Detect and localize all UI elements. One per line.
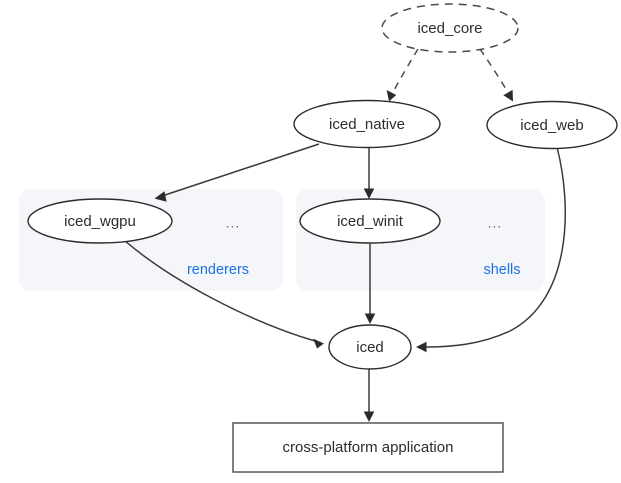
edge-iced-core-to-iced-native	[386, 48, 419, 102]
edge-iced-native-to-iced-winit	[363, 148, 375, 199]
edge-iced-core-to-iced-web-arrowhead	[503, 89, 513, 102]
node-iced-label: iced	[356, 339, 384, 356]
node-iced-core-label: iced_core	[417, 20, 482, 37]
node-iced-winit-label: iced_winit	[337, 213, 404, 230]
node-iced-web-label: iced_web	[520, 117, 583, 134]
edge-iced-wgpu-to-iced-arrowhead	[313, 338, 324, 349]
node-iced-wgpu-label: iced_wgpu	[64, 213, 136, 230]
node-iced-core[interactable]: iced_core	[381, 3, 519, 53]
edge-iced-web-to-iced-line	[424, 146, 567, 348]
node-iced-web-shape[interactable]	[486, 100, 618, 150]
node-cross-platform-application-shape[interactable]	[232, 422, 504, 473]
node-iced-winit[interactable]: iced_winit	[299, 198, 441, 244]
edge-iced-wgpu-to-iced	[123, 239, 324, 349]
node-cross-platform-application-label: cross-platform application	[283, 439, 454, 456]
node-iced-web[interactable]: iced_web	[486, 100, 618, 150]
edge-iced-core-to-iced-native-arrowhead	[386, 90, 397, 102]
edge-iced-to-application	[363, 369, 375, 422]
node-iced-core-shape[interactable]	[381, 3, 519, 53]
edge-iced-core-to-iced-web	[479, 48, 513, 102]
edge-iced-native-to-iced-wgpu-arrowhead	[154, 191, 167, 202]
node-iced-native[interactable]: iced_native	[293, 99, 441, 149]
edge-iced-core-to-iced-native-line	[391, 48, 419, 95]
edge-iced-core-to-iced-web-line	[479, 48, 510, 95]
cluster-renderers-ellipsis: ...	[226, 215, 241, 231]
node-iced-wgpu-shape[interactable]	[27, 198, 173, 244]
edge-iced-native-to-iced-winit-arrowhead	[363, 188, 375, 199]
cluster-renderers-label: renderers	[187, 262, 249, 278]
node-iced-native-label: iced_native	[329, 116, 405, 133]
node-iced-native-shape[interactable]	[293, 99, 441, 149]
node-iced-wgpu[interactable]: iced_wgpu	[27, 198, 173, 244]
cluster-shells-label: shells	[483, 262, 520, 278]
edge-iced-web-to-iced	[416, 146, 567, 353]
edge-iced-winit-to-iced	[364, 244, 376, 324]
edge-iced-native-to-iced-wgpu-line	[161, 143, 320, 197]
node-iced-shape[interactable]	[328, 324, 412, 370]
cluster-shells-ellipsis: ...	[488, 215, 503, 231]
node-cross-platform-application[interactable]: cross-platform application	[232, 422, 504, 473]
edge-iced-web-to-iced-arrowhead	[416, 341, 427, 353]
edge-iced-wgpu-to-iced-line	[123, 239, 316, 342]
edge-iced-winit-to-iced-arrowhead	[364, 313, 376, 324]
node-iced-winit-shape[interactable]	[299, 198, 441, 244]
node-iced[interactable]: iced	[328, 324, 412, 370]
edge-iced-native-to-iced-wgpu	[154, 143, 320, 202]
edge-iced-to-application-arrowhead	[363, 411, 375, 422]
